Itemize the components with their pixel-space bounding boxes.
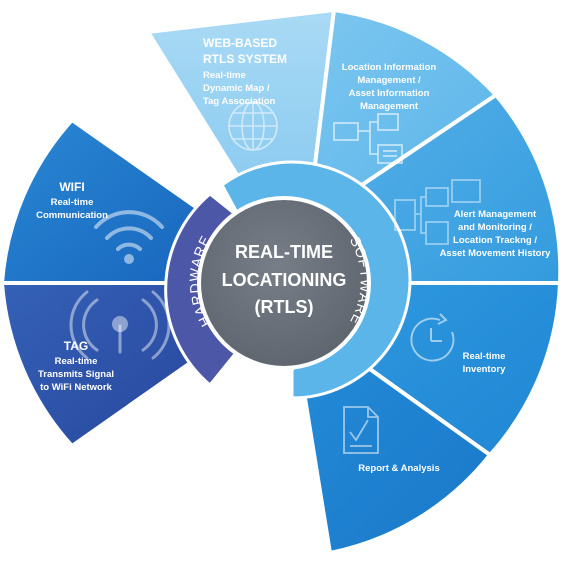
tag-title: TAG (64, 339, 88, 353)
rfid-tag-icon-dot (112, 316, 128, 332)
center-title-line2: LOCATIONING (222, 270, 347, 290)
center-title-line3: (RTLS) (255, 297, 314, 317)
tag-desc-line2: Transmits Signal (38, 369, 114, 380)
monitor-flow-icon (394, 179, 481, 245)
center-hub (197, 196, 371, 370)
web-title-line2: RTLS SYSTEM (203, 52, 287, 66)
tag-desc-line3: to WiFi Network (40, 382, 112, 393)
alert-line1: Alert Management (454, 209, 537, 220)
location-line4: Management (360, 101, 419, 112)
web-desc-line1: Real-time (203, 70, 246, 81)
location-line3: Asset Information (349, 88, 430, 99)
rfid-tag-icon (69, 290, 171, 360)
wifi-title: WIFI (59, 180, 84, 194)
flowchart-icon (333, 113, 403, 164)
wifi-desc-line1: Real-time (51, 197, 94, 208)
web-desc-line2: Dynamic Map / (203, 83, 270, 94)
tag-desc-line1: Real-time (55, 356, 98, 367)
clock-icon (410, 313, 455, 362)
globe-icon (228, 101, 278, 151)
alert-line2: and Monitoring / (458, 222, 532, 233)
report-document-icon (343, 406, 379, 454)
wifi-icon-dot (124, 254, 134, 264)
center-title-line1: REAL-TIME (235, 242, 333, 262)
inventory-line1: Real-time (463, 351, 506, 362)
alert-line4: Asset Movement History (440, 248, 552, 259)
location-line1: Location Information (342, 62, 437, 73)
web-title-line1: WEB-BASED (203, 36, 277, 50)
location-line2: Management / (357, 75, 421, 86)
report-line1: Report & Analysis (358, 463, 439, 474)
wifi-icon (94, 210, 164, 251)
wifi-desc-line2: Communication (36, 210, 108, 221)
web-desc-line3: Tag Association (203, 96, 276, 107)
alert-line3: Location Trackng / (453, 235, 537, 246)
inventory-line2: Inventory (463, 364, 506, 375)
